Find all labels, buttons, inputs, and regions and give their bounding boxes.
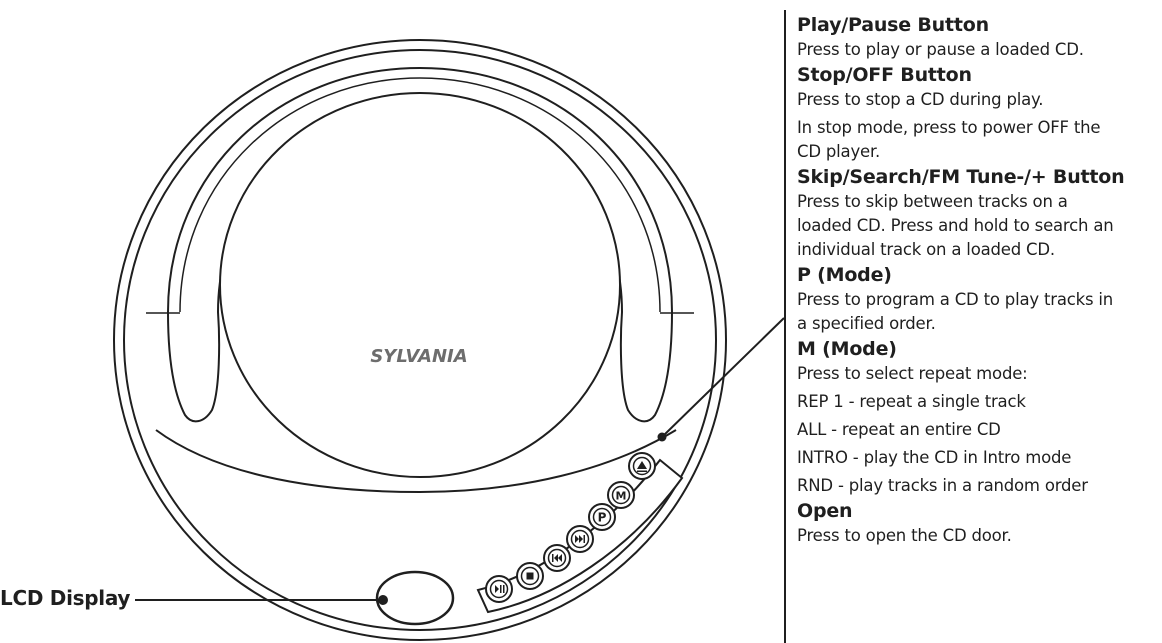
section-title: M (Mode) [797, 338, 897, 360]
mode-m-icon: M [616, 490, 627, 503]
section-text: CD player. [797, 142, 881, 161]
section-text: individual track on a loaded CD. [797, 240, 1055, 259]
handle-inner-outline [179, 77, 661, 313]
skip-forward-button[interactable] [566, 525, 594, 553]
section-text: RND - play tracks in a random order [797, 476, 1088, 495]
skip-back-icon [552, 554, 562, 562]
open-pointer-line [661, 317, 785, 438]
eject-icon [637, 461, 647, 472]
program-button[interactable]: P [588, 503, 616, 531]
lcd-pointer-dot [378, 595, 388, 605]
player-outer-ring-inner [123, 49, 717, 631]
section-program-mode: P (Mode) Press to program a CD to play t… [797, 262, 1157, 336]
section-text: Press to stop a CD during play. [797, 90, 1044, 109]
section-text: Press to select repeat mode: [797, 364, 1028, 383]
section-text: Press to open the CD door. [797, 526, 1012, 545]
section-text: Press to play or pause a loaded CD. [797, 40, 1084, 59]
section-stop-off: Stop/OFF Button Press to stop a CD durin… [797, 62, 1157, 164]
brand-logo: SYLVANIA [370, 346, 467, 367]
play-pause-button[interactable] [485, 575, 513, 603]
open-pointer-dot [657, 432, 667, 442]
front-panel-curve [155, 429, 677, 494]
section-text: a specified order. [797, 314, 936, 333]
mode-button[interactable]: M [607, 481, 635, 509]
skip-back-button[interactable] [543, 544, 571, 572]
callout-divider-line [784, 10, 786, 643]
section-text: In stop mode, press to power OFF the [797, 118, 1101, 137]
lcd-display-label: LCD Display [0, 586, 131, 610]
section-title: Stop/OFF Button [797, 64, 972, 86]
open-button[interactable] [628, 452, 656, 480]
section-title: Play/Pause Button [797, 14, 989, 36]
lcd-display-window [375, 570, 455, 626]
section-open: Open Press to open the CD door. [797, 498, 1157, 548]
button-descriptions-panel: Play/Pause Button Press to play or pause… [797, 12, 1157, 548]
section-title: P (Mode) [797, 264, 892, 286]
section-text: INTRO - play the CD in Intro mode [797, 448, 1072, 467]
section-title: Skip/Search/FM Tune-/+ Button [797, 166, 1125, 188]
section-text: REP 1 - repeat a single track [797, 392, 1026, 411]
play-pause-icon [495, 585, 505, 593]
stop-button[interactable] [516, 562, 544, 590]
program-p-icon: P [598, 511, 607, 525]
handle-outline [166, 66, 674, 423]
section-play-pause: Play/Pause Button Press to play or pause… [797, 12, 1157, 62]
section-text: Press to program a CD to play tracks in [797, 290, 1114, 309]
section-text: Press to skip between tracks on a [797, 192, 1068, 211]
cd-lid [219, 92, 621, 478]
section-text: loaded CD. Press and hold to search an [797, 216, 1114, 235]
section-text: ALL - repeat an entire CD [797, 420, 1001, 439]
skip-forward-icon [575, 535, 585, 543]
section-skip-search: Skip/Search/FM Tune-/+ Button Press to s… [797, 164, 1157, 262]
stop-icon [526, 572, 534, 580]
section-repeat-mode: M (Mode) Press to select repeat mode: RE… [797, 336, 1157, 498]
section-title: Open [797, 500, 853, 522]
